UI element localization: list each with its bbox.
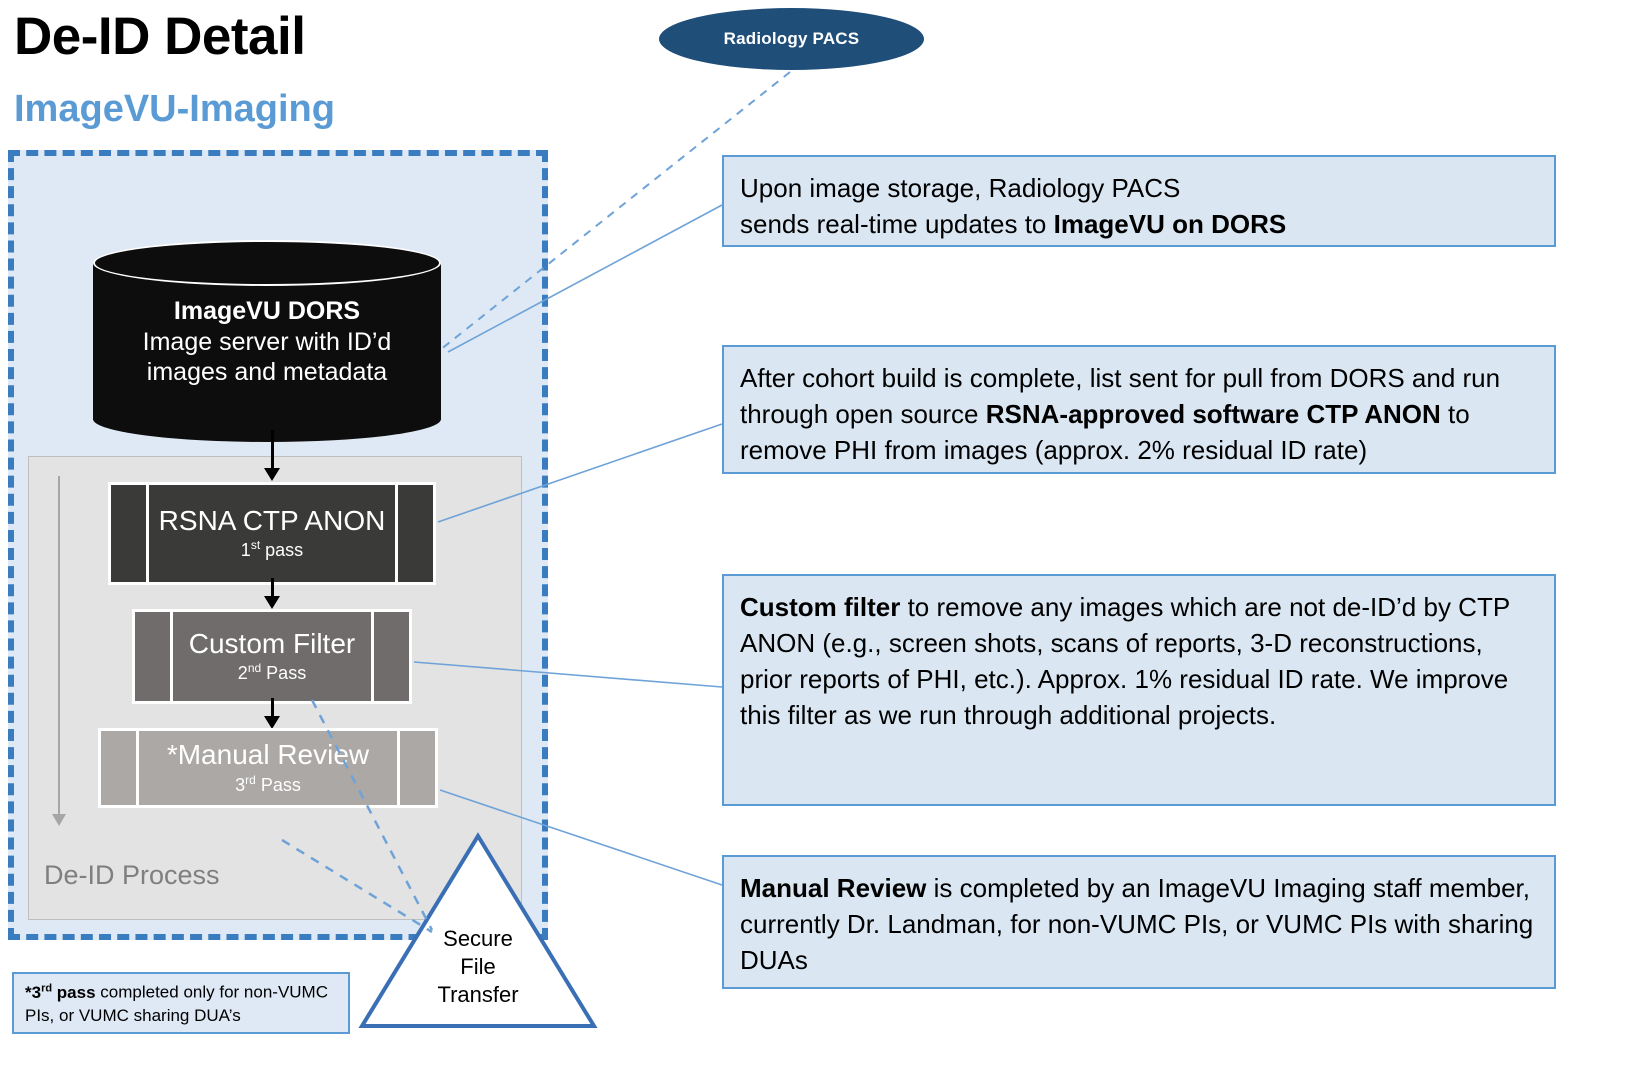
sft-line2: File — [460, 954, 496, 980]
sft-line1: Secure — [443, 926, 513, 951]
footnote-star: *3 — [25, 982, 42, 1002]
footnote-rest: completed only for non-VUMC PIs, or VUMC… — [25, 982, 328, 1025]
process-flow-arrowhead-gray — [52, 814, 66, 826]
process-flow-arrow-gray — [58, 476, 60, 816]
step-pass-label: 2nd Pass — [237, 661, 307, 684]
footnote-box: *3rd pass completed only for non-VUMC PI… — [12, 972, 350, 1034]
arrow-ctp-to-filter — [271, 578, 274, 598]
step-pass-label: 1st pass — [240, 538, 304, 561]
cylinder-body — [93, 262, 441, 420]
process-box-right-bar — [397, 731, 435, 805]
footnote-sup: rd — [41, 982, 53, 994]
secure-file-transfer-label: Secure File Transfer — [358, 925, 598, 1009]
datastore-title: ImageVU DORS — [173, 297, 361, 325]
process-box-right-bar — [371, 612, 409, 701]
footnote-bold-tail: pass — [52, 982, 96, 1002]
imagevu-dors-datastore[interactable]: ImageVU DORS Image server with ID’d imag… — [93, 240, 441, 442]
radiology-pacs-label: Radiology PACS — [723, 29, 860, 48]
callout-manual-review: Manual Review is completed by an ImageVU… — [722, 855, 1556, 989]
callout-text: Manual Review is completed by an ImageVU… — [740, 873, 1534, 975]
sft-line3: Transfer — [437, 982, 519, 1008]
step-title: RSNA CTP ANON — [158, 504, 386, 536]
callout-custom-filter: Custom filter to remove any images which… — [722, 574, 1556, 806]
callout-ctp-anon: After cohort build is complete, list sen… — [722, 345, 1556, 474]
process-box-left-bar — [135, 612, 173, 701]
page-title: De-ID Detail — [14, 7, 306, 66]
process-box-left-bar — [101, 731, 139, 805]
callout-text: Custom filter to remove any images which… — [740, 592, 1510, 730]
step-label-group: Custom Filter 2nd Pass — [173, 612, 371, 701]
step-label-group: RSNA CTP ANON 1st pass — [149, 485, 395, 582]
datastore-line3: images and metadata — [146, 358, 388, 386]
step-custom-filter[interactable]: Custom Filter 2nd Pass — [132, 609, 412, 704]
process-box-right-bar — [395, 485, 433, 582]
arrowhead-ctp-to-filter — [264, 596, 280, 609]
step-title: Custom Filter — [188, 627, 356, 659]
process-box-left-bar — [111, 485, 149, 582]
arrow-dors-to-ctp — [271, 430, 274, 470]
arrowhead-filter-to-manual — [264, 716, 280, 729]
datastore-text: ImageVU DORS Image server with ID’d imag… — [93, 296, 441, 388]
page-subtitle: ImageVU-Imaging — [14, 88, 335, 130]
radiology-pacs-node[interactable]: Radiology PACS — [659, 8, 924, 70]
callout-text: After cohort build is complete, list sen… — [740, 363, 1501, 465]
step-title: *Manual Review — [166, 739, 370, 771]
datastore-line2: Image server with ID’d — [142, 327, 392, 356]
cylinder-bottom — [93, 396, 441, 442]
step-label-group: *Manual Review 3rd Pass — [139, 731, 397, 805]
secure-file-transfer-node[interactable]: Secure File Transfer — [358, 830, 598, 1030]
step-rsna-ctp-anon[interactable]: RSNA CTP ANON 1st pass — [108, 482, 436, 585]
step-pass-label: 3rd Pass — [235, 772, 301, 795]
cylinder-top — [93, 240, 441, 286]
deid-process-label: De-ID Process — [44, 860, 220, 890]
arrowhead-dors-to-ctp — [264, 468, 280, 481]
arrow-filter-to-manual — [271, 698, 274, 718]
step-manual-review[interactable]: *Manual Review 3rd Pass — [98, 728, 438, 808]
